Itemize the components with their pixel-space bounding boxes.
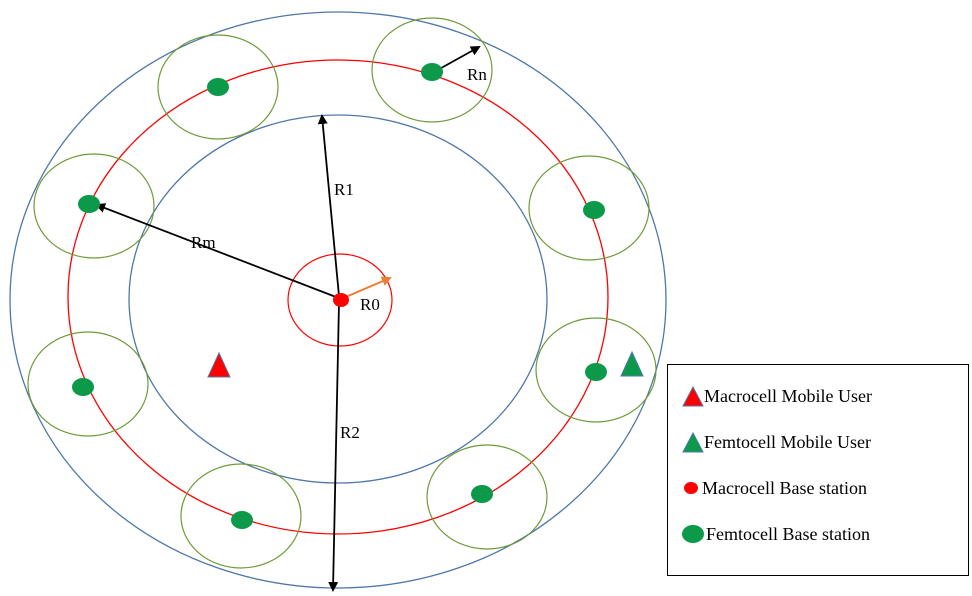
rm-arrow [95, 203, 337, 298]
macrocell-mobile-user-icon [207, 351, 231, 378]
macrocell-base-station-circle [287, 253, 393, 347]
legend: Macrocell Mobile User Femtocell Mobile U… [667, 364, 969, 576]
femtocell-base-station-icon [72, 378, 94, 396]
legend-label: Femtocell Mobile User [704, 431, 871, 452]
red-dot-icon [684, 482, 698, 494]
femtocell-base-station-icon [585, 363, 607, 381]
femtocell-base-station-icon [583, 201, 605, 219]
femtocell-coverage-group [27, 17, 657, 569]
label-r0: R0 [360, 295, 380, 314]
femtocell-coverage [27, 331, 149, 437]
legend-label: Femtocell Base station [706, 523, 870, 544]
r0-arrow [340, 276, 392, 300]
legend-item-femtocell-mobile-user: Femtocell Mobile User [682, 429, 871, 455]
femtocell-mobile-user-icon [620, 350, 644, 377]
femtocell-coverage [528, 155, 650, 261]
green-triangle-icon [682, 431, 704, 453]
femtocell-coverage [535, 317, 657, 423]
red-triangle-icon [682, 385, 704, 407]
femtocell-base-station-icon [471, 485, 493, 503]
femtocell-coverage [157, 34, 279, 140]
femtocell-base-station-icon [421, 63, 443, 81]
femtocell-ring [67, 59, 609, 535]
legend-item-femtocell-base-station: Femtocell Base station [682, 521, 870, 547]
femtocell-base-station-icon [231, 511, 253, 529]
green-dot-icon [682, 525, 704, 543]
femtocell-base-station-group [72, 63, 607, 529]
femtocell-base-station-icon [78, 195, 100, 213]
femtocell-coverage [371, 17, 493, 123]
label-r2: R2 [340, 423, 360, 442]
label-rn: Rn [467, 65, 487, 84]
label-rm: Rm [191, 233, 216, 252]
r1-arrow [317, 114, 340, 297]
r2-arrow [328, 302, 340, 592]
femtocell-coverage [33, 153, 155, 259]
legend-item-macrocell-base-station: Macrocell Base station [682, 475, 867, 501]
legend-label: Macrocell Mobile User [704, 385, 872, 406]
legend-label: Macrocell Base station [702, 477, 867, 498]
femtocell-coverage [180, 463, 302, 569]
macrocell-base-station-icon [333, 293, 349, 307]
femtocell-base-station-icon [207, 78, 229, 96]
femtocell-coverage [426, 444, 548, 550]
label-r1: R1 [334, 180, 354, 199]
legend-item-macrocell-mobile-user: Macrocell Mobile User [682, 383, 872, 409]
inner-boundary-circle [128, 114, 548, 484]
